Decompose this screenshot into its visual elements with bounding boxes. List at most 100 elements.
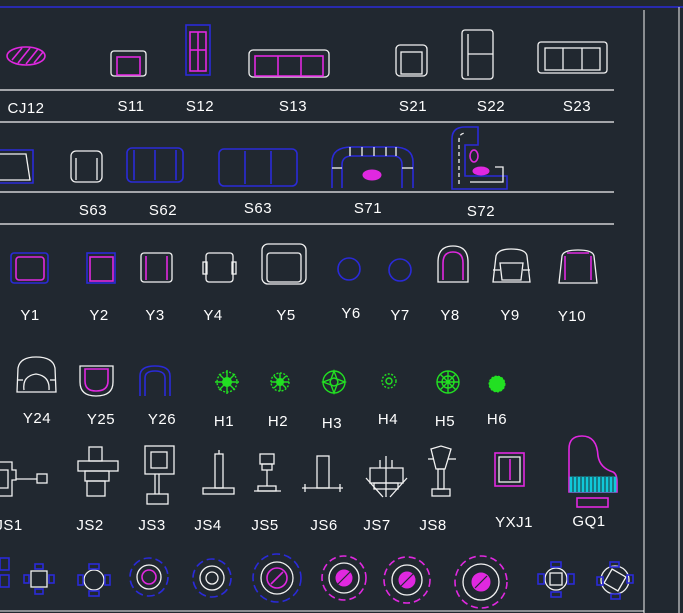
block-h3[interactable]	[320, 368, 348, 396]
block-y3[interactable]	[140, 252, 173, 283]
block-y9[interactable]	[492, 248, 531, 283]
chair-outline	[140, 252, 173, 283]
three-seat-sofa-outline	[537, 41, 608, 74]
block-h1[interactable]	[215, 370, 239, 394]
block-cj12[interactable]	[6, 46, 46, 66]
block-s21[interactable]	[395, 44, 428, 77]
label-js2: JS2	[76, 517, 103, 534]
block-s72[interactable]	[451, 126, 508, 190]
label-s63-a: S63	[79, 202, 107, 219]
block-y8[interactable]	[437, 245, 469, 283]
chair-outline	[205, 252, 234, 283]
label-h2: H2	[268, 413, 288, 430]
block-y2[interactable]	[86, 252, 116, 284]
block-dining-partial[interactable]	[0, 557, 10, 588]
block-s71[interactable]	[331, 146, 414, 188]
block-dining-round-8m-b[interactable]	[383, 556, 431, 604]
plant-icon	[488, 375, 506, 393]
label-s23: S23	[563, 98, 591, 115]
block-s11[interactable]	[110, 50, 147, 77]
block-dining-round-8m-a[interactable]	[321, 555, 367, 601]
block-s13[interactable]	[248, 49, 330, 78]
label-y24: Y24	[23, 410, 51, 427]
table-top	[328, 562, 360, 594]
block-gq1[interactable]	[568, 435, 618, 508]
label-y4: Y4	[203, 307, 222, 324]
block-s23[interactable]	[537, 41, 608, 74]
label-s63-b: S63	[244, 200, 272, 217]
block-h4[interactable]	[381, 373, 397, 389]
label-s71: S71	[354, 200, 382, 217]
armchair-outline	[492, 248, 531, 283]
block-dining-square-round[interactable]	[537, 561, 575, 598]
piano-bench	[576, 497, 609, 508]
lamp-outline	[430, 445, 452, 470]
table-top	[199, 565, 225, 591]
label-y5: Y5	[276, 307, 295, 324]
label-h1: H1	[214, 413, 234, 430]
lamp-outline	[0, 461, 17, 497]
table-top	[260, 561, 294, 595]
lamp-outline	[316, 455, 330, 489]
label-s72: S72	[467, 203, 495, 220]
block-y25[interactable]	[79, 365, 114, 397]
label-js7: JS7	[363, 517, 390, 534]
block-js7[interactable]	[365, 456, 408, 498]
block-y26[interactable]	[139, 365, 171, 396]
round-stool	[337, 257, 361, 281]
label-js5: JS5	[251, 517, 278, 534]
block-js1[interactable]	[0, 461, 48, 497]
label-y26: Y26	[148, 411, 176, 428]
arched-chair-outline	[437, 245, 469, 283]
block-s62[interactable]	[126, 147, 184, 183]
block-dining-round-10m[interactable]	[454, 555, 508, 609]
block-h2[interactable]	[270, 372, 290, 392]
chair-outline	[86, 252, 116, 284]
block-y10[interactable]	[558, 249, 598, 284]
block-partial-sofa[interactable]	[0, 149, 34, 184]
block-dining-round-6a[interactable]	[129, 557, 169, 597]
block-dining-round-6b[interactable]	[192, 558, 232, 598]
armchair-outline	[395, 44, 428, 77]
block-yxj1[interactable]	[494, 452, 525, 487]
armchair-outline	[16, 356, 57, 393]
block-h6[interactable]	[488, 375, 506, 393]
table-top	[83, 569, 105, 591]
label-js4: JS4	[194, 517, 221, 534]
cabinet-outline	[494, 452, 525, 487]
block-js4[interactable]	[202, 450, 235, 495]
table-top	[462, 563, 500, 601]
block-s22[interactable]	[461, 29, 494, 80]
block-y7[interactable]	[388, 258, 412, 282]
block-js6[interactable]	[302, 455, 343, 492]
label-js8: JS8	[419, 517, 446, 534]
block-s63-b[interactable]	[218, 148, 298, 187]
block-dining-square-4[interactable]	[23, 563, 55, 595]
block-js3[interactable]	[144, 445, 175, 505]
block-s63-a[interactable]	[70, 150, 103, 183]
block-y1[interactable]	[10, 252, 49, 284]
block-y24[interactable]	[16, 356, 57, 393]
block-s12[interactable]	[185, 24, 211, 76]
block-js5[interactable]	[254, 453, 281, 492]
block-dining-round-4[interactable]	[77, 563, 111, 597]
loveseat-outline	[126, 147, 184, 183]
tub-chair-outline	[79, 365, 114, 397]
block-y6[interactable]	[337, 257, 361, 281]
coffee-table	[362, 169, 382, 181]
block-dining-round-8[interactable]	[252, 553, 302, 603]
block-js2[interactable]	[77, 446, 119, 497]
label-yxj1: YXJ1	[495, 514, 533, 531]
label-js3: JS3	[138, 517, 165, 534]
block-y4[interactable]	[202, 252, 237, 283]
label-h6: H6	[487, 411, 507, 428]
label-y9: Y9	[500, 307, 519, 324]
lamp-outline	[88, 446, 103, 462]
block-dining-round-diamond[interactable]	[596, 561, 634, 600]
three-seat-sofa-outline	[248, 49, 330, 78]
block-y5[interactable]	[261, 243, 307, 285]
block-h5[interactable]	[436, 370, 460, 394]
block-js8[interactable]	[428, 445, 456, 497]
coffee-table	[472, 166, 490, 176]
